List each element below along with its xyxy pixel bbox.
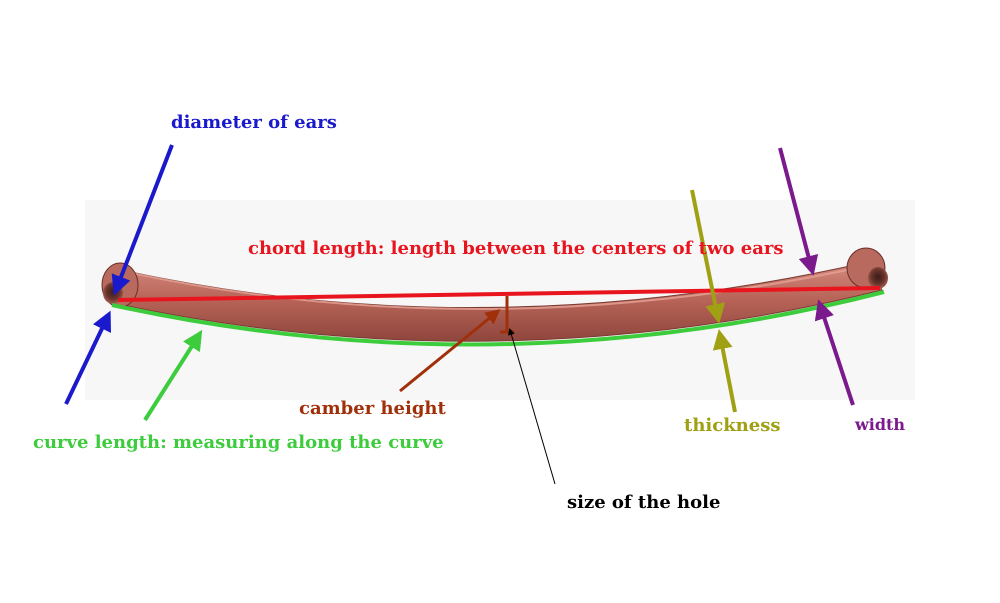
- curve-length-line: [111, 290, 885, 347]
- label-chord-length: chord length: length between the centers…: [248, 238, 784, 259]
- label-curve-length: curve length: measuring along the curve: [33, 432, 444, 453]
- width-arrow-bottom: [814, 299, 855, 406]
- leaf-spring: [101, 247, 888, 342]
- label-size-of-hole: size of the hole: [567, 492, 720, 513]
- label-width: width: [854, 415, 905, 434]
- hole-size-arrow: [508, 327, 556, 485]
- thickness-arrow-bottom: [712, 329, 737, 413]
- diameter-arrow-top: [111, 144, 174, 296]
- spring-highlight: [117, 265, 867, 310]
- camber-height-arrow: [399, 309, 501, 393]
- width-arrow-top: [778, 147, 819, 276]
- curve-length-arrow: [143, 329, 203, 422]
- label-diameter-of-ears: diameter of ears: [171, 112, 337, 133]
- label-thickness: thickness: [684, 415, 780, 436]
- right-ear: [846, 247, 888, 289]
- diameter-arrow-bottom: [64, 310, 111, 405]
- thickness-arrow-top: [690, 189, 726, 324]
- chord-length-line: [117, 286, 881, 302]
- spring-leaf: [111, 261, 883, 342]
- label-camber-height: camber height: [299, 398, 447, 419]
